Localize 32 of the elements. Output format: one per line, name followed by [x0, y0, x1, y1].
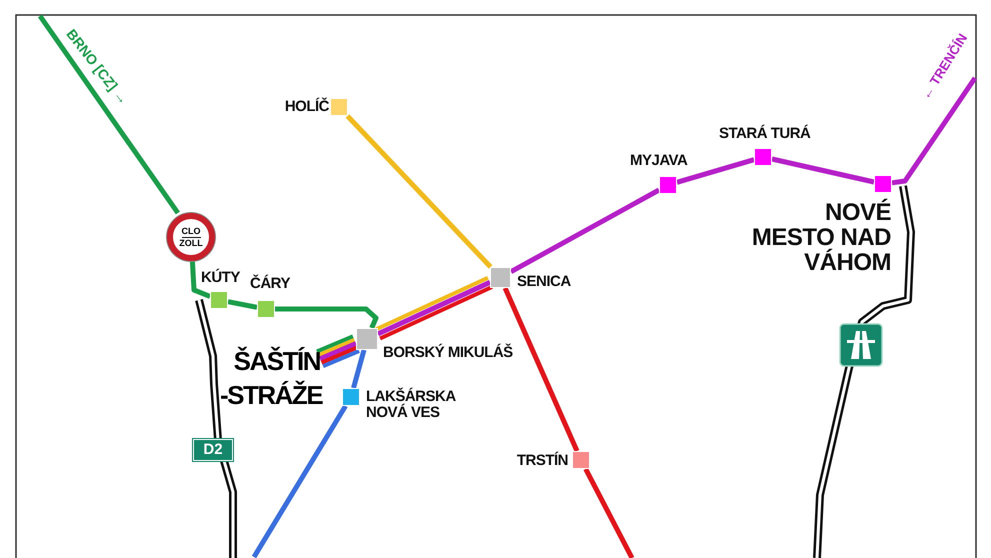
rail-line	[351, 349, 366, 389]
road-number-sign: D2	[193, 439, 233, 461]
rail-line	[318, 338, 356, 358]
station-label: SENICA	[517, 274, 572, 290]
rail-line	[252, 404, 348, 558]
station-label: TRSTÍN	[516, 453, 568, 469]
station-label: KÚTY	[201, 270, 241, 286]
rail-line	[771, 156, 875, 184]
rail-line	[320, 345, 358, 364]
rail-line	[319, 341, 357, 362]
rail-line	[322, 349, 360, 368]
rail-line	[275, 306, 378, 329]
rail-line	[38, 14, 180, 214]
station-label: LAKŠÁRSKA NOVÁ VES	[366, 389, 456, 420]
rail-line	[346, 114, 492, 269]
sign-text: CLO	[182, 226, 200, 238]
rail-line	[510, 188, 660, 274]
rail-line	[583, 468, 634, 558]
station-label: STARÁ TURÁ	[719, 126, 812, 142]
rail-line	[676, 157, 755, 185]
station-label: NOVÉ MESTO NAD VÁHOM	[751, 200, 891, 276]
station-label: BORSKÝ MIKULÁŠ	[383, 345, 514, 361]
station-label: ČÁRY	[250, 276, 292, 292]
rail-line	[316, 334, 354, 354]
station-label: HOLÍČ	[284, 99, 329, 115]
station-label: MYJAVA	[630, 153, 688, 169]
rail-line	[228, 299, 258, 310]
rail-line	[502, 287, 580, 452]
rail-line	[190, 260, 211, 299]
sign-text: ZOLL	[179, 238, 203, 248]
customs-sign	[167, 213, 215, 261]
rail-line	[892, 76, 978, 186]
